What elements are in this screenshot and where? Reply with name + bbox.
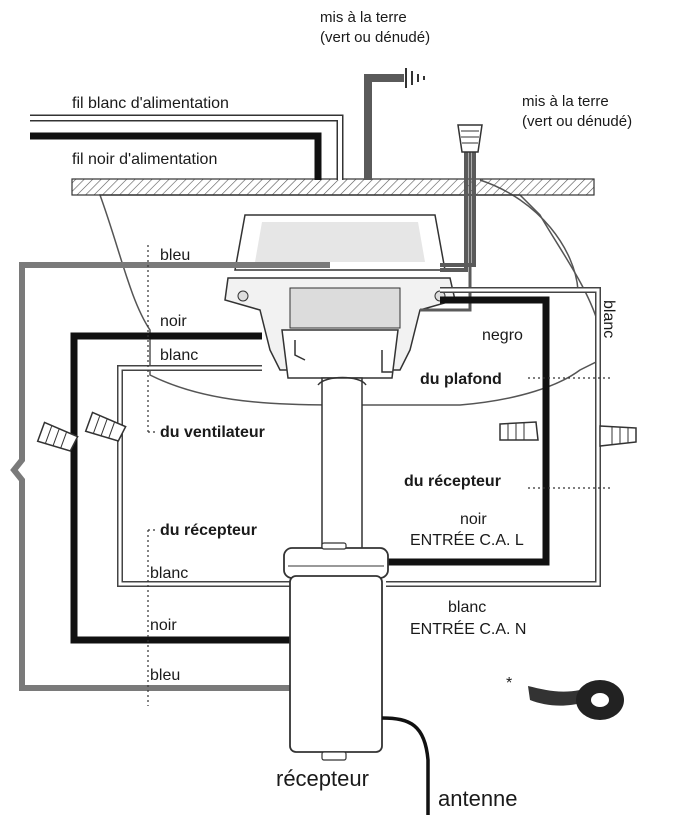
ac-n-label-line1: blanc — [448, 599, 486, 616]
ground-right-wire-3 — [420, 145, 472, 312]
bracket-hook-right — [381, 350, 392, 373]
wire-nut-right-2-icon — [599, 425, 637, 447]
receiver-label: récepteur — [276, 766, 369, 791]
ground-top-wire — [364, 74, 404, 180]
receiver-top-nub — [321, 542, 347, 550]
ground-right-wire-2 — [440, 145, 476, 267]
down-rod — [321, 377, 363, 551]
tape-asterisk: * — [506, 675, 512, 692]
fan-white-label: blanc — [160, 347, 198, 364]
ceiling-negro-label: negro — [482, 327, 523, 344]
from-ceiling-label: du plafond — [420, 371, 502, 388]
bracket-hook-left — [294, 340, 306, 361]
receiver-cap — [283, 547, 389, 579]
down-rod-top-cap — [317, 376, 367, 386]
plate-lower — [281, 329, 399, 379]
from-receiver-right-label: du récepteur — [404, 473, 501, 490]
ceiling-black-wire — [386, 296, 550, 566]
fan-blue-label: bleu — [160, 247, 190, 264]
canopy-shading — [255, 222, 425, 262]
supply-white-wire-inner — [30, 116, 342, 180]
fan-white-wire — [118, 366, 290, 586]
ac-n-label-line2: ENTRÉE C.A. N — [410, 619, 526, 638]
ground-symbol-icon — [405, 68, 425, 88]
antenna-label: antenne — [438, 786, 518, 811]
wire-nut-right-1-icon — [499, 421, 539, 441]
rx-white-label: blanc — [150, 565, 188, 582]
fan-black-label: noir — [160, 313, 187, 330]
ground-right-wire-1 — [440, 145, 468, 272]
from-receiver-left-label: du récepteur — [160, 522, 257, 539]
supply-black-wire — [30, 132, 322, 180]
ceiling-white-wire — [386, 288, 600, 586]
ground-top-label-line2: (vert ou dénudé) — [320, 29, 430, 46]
wire-nut-left-2-icon — [84, 411, 127, 442]
ground-top-label-line1: mis à la terre — [320, 9, 407, 26]
wire-nut-left-1-icon — [36, 421, 79, 452]
rx-black-label: noir — [150, 617, 177, 634]
ceiling-beam — [71, 178, 595, 196]
fan-black-wire — [70, 332, 290, 644]
plate-inner — [289, 287, 401, 329]
supply-white-wire — [30, 114, 344, 180]
ac-l-label-line2: ENTRÉE C.A. L — [410, 530, 524, 549]
ground-right-label-line1: mis à la terre — [522, 93, 609, 110]
rx-blue-label: bleu — [150, 667, 180, 684]
ground-right-label-line2: (vert ou dénudé) — [522, 113, 632, 130]
supply-black-label: fil noir d'alimentation — [72, 151, 217, 168]
blue-wire-loop — [10, 262, 330, 691]
receiver-bottom-nub — [321, 751, 347, 761]
ac-l-label-line1: noir — [460, 511, 487, 528]
ceiling-blanc-label: blanc — [600, 300, 617, 338]
electrical-tape-icon — [528, 680, 624, 720]
wire-nut-ground-icon — [457, 124, 483, 153]
screw-left — [237, 290, 249, 302]
receiver-body — [289, 575, 383, 753]
from-fan-label: du ventilateur — [160, 424, 265, 441]
antenna-wire — [381, 716, 430, 815]
supply-white-label: fil blanc d'alimentation — [72, 95, 229, 112]
